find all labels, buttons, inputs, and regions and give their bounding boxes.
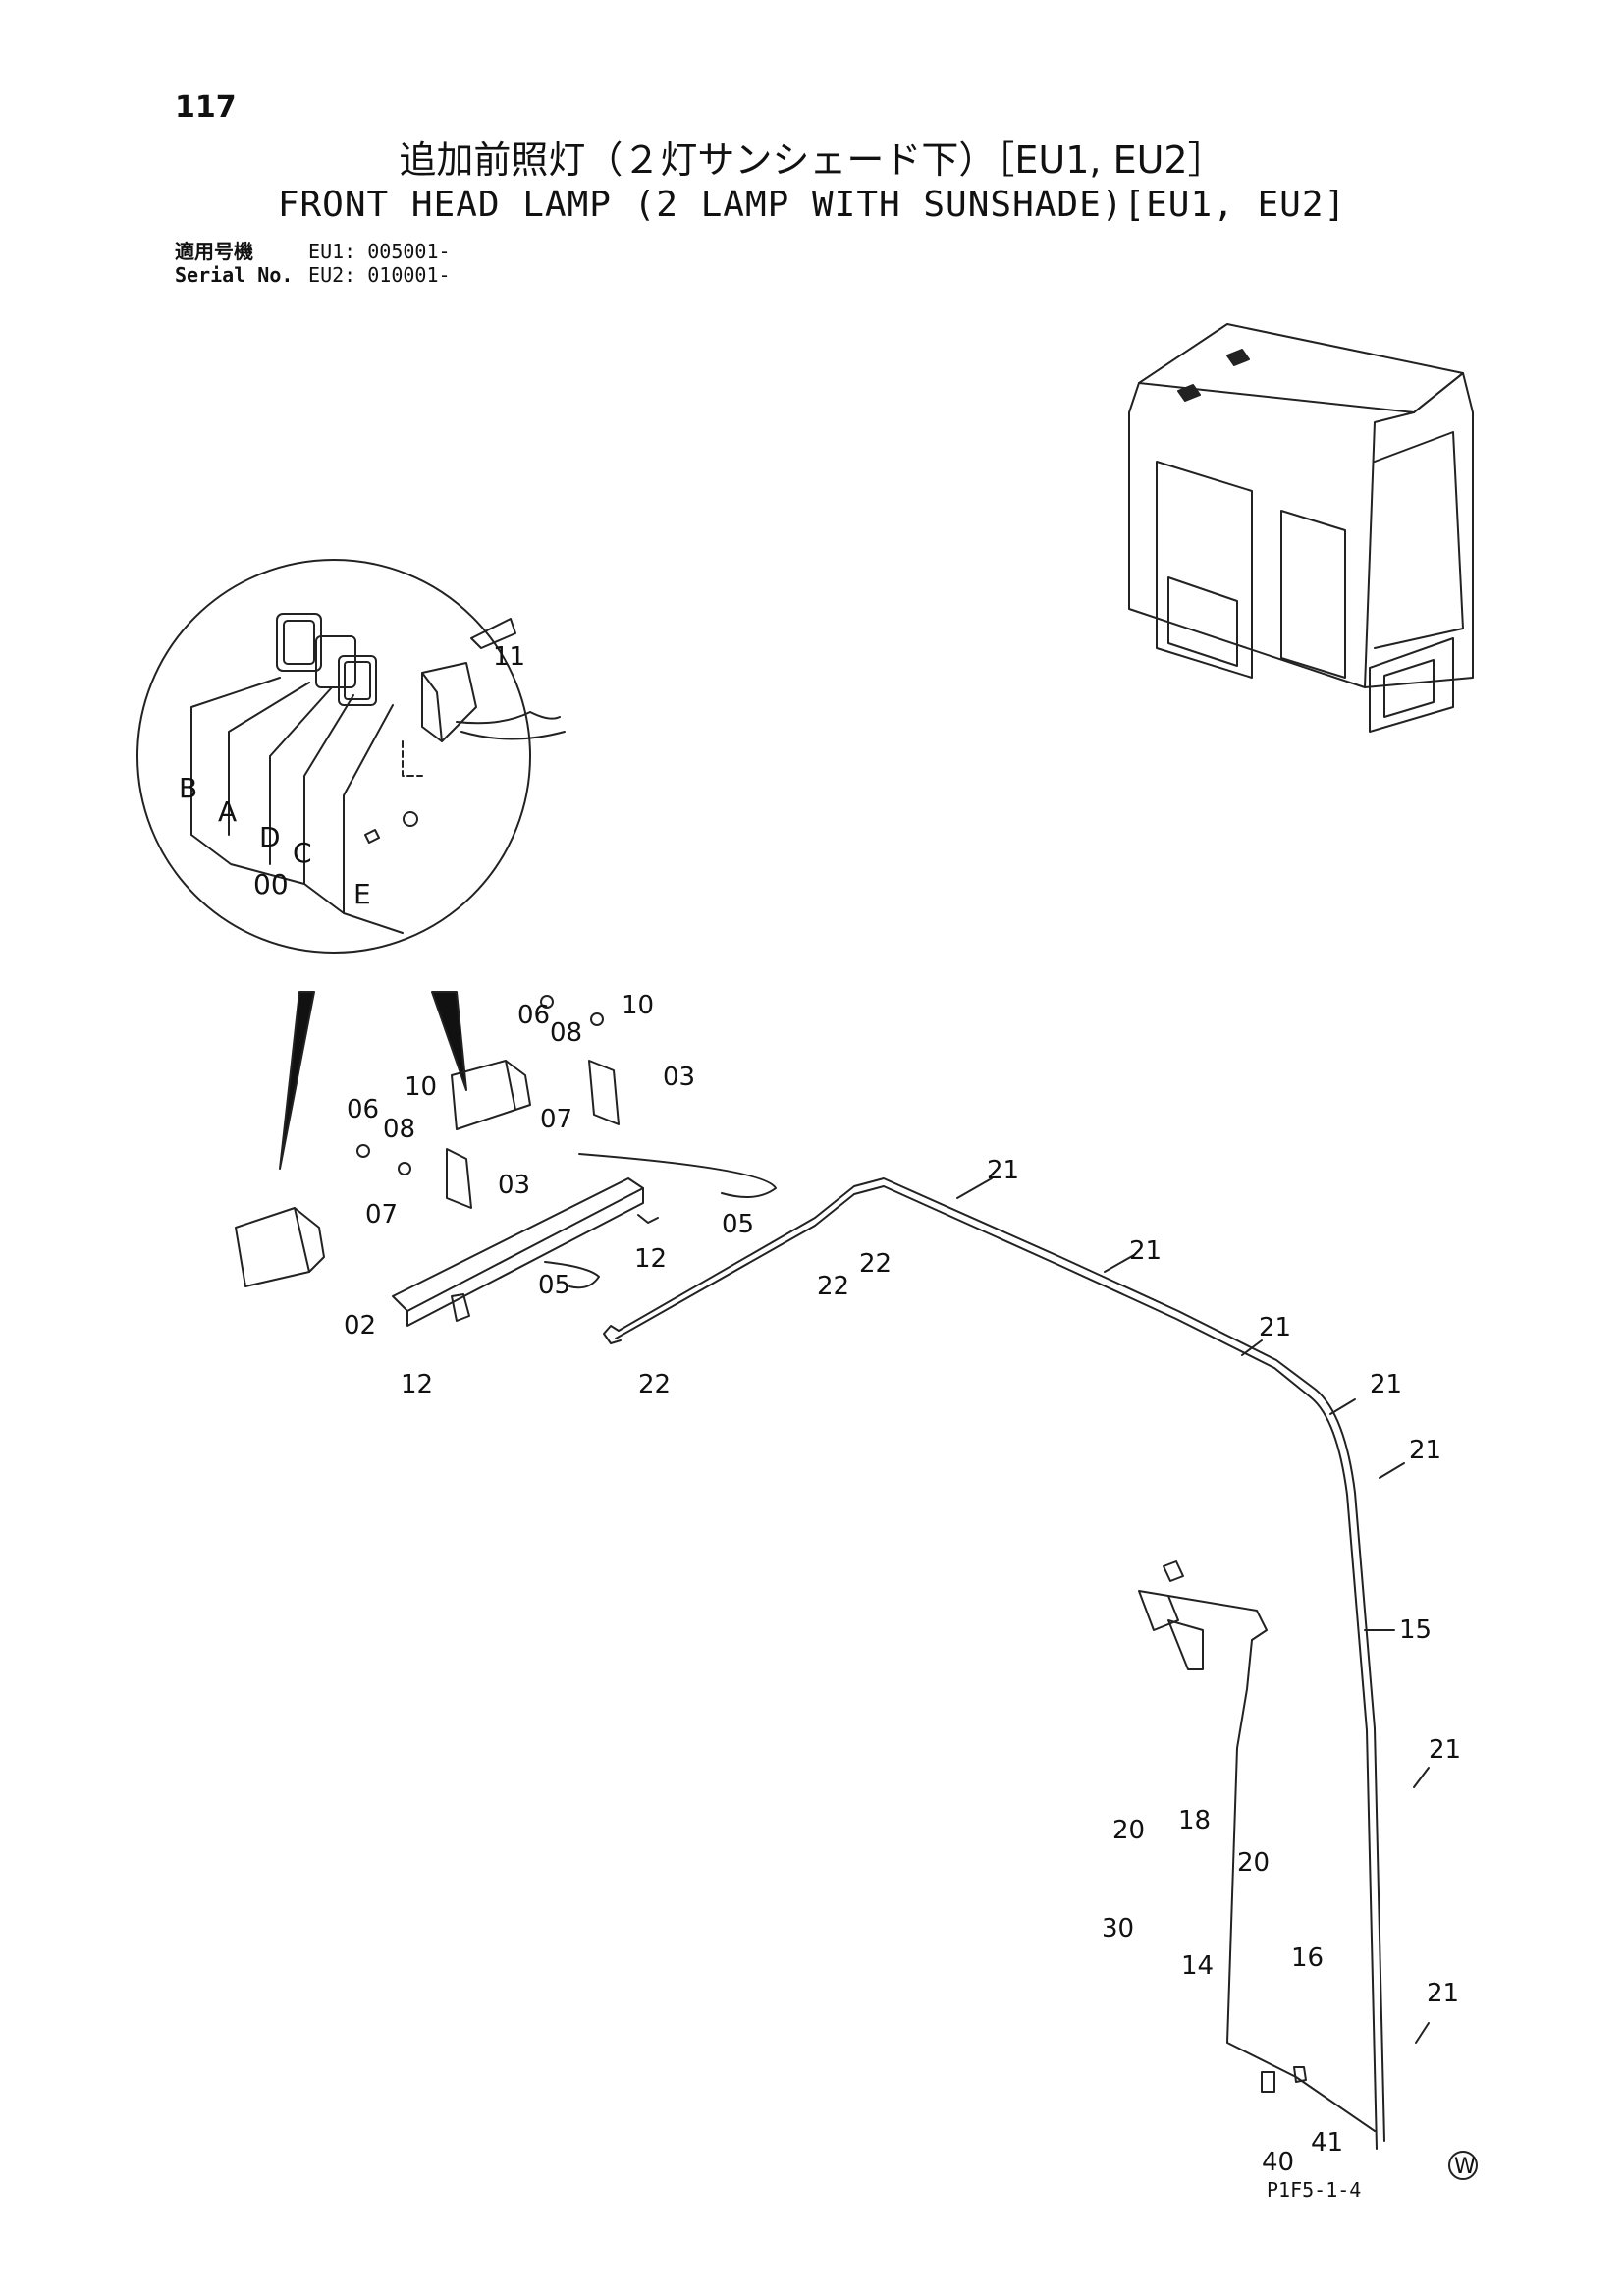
callout-20: 20 — [1112, 1816, 1145, 1845]
callout-22: 22 — [638, 1370, 671, 1399]
part-callouts: 06 08 10 03 07 06 08 10 03 07 05 12 05 0… — [344, 991, 1461, 2177]
detail-label-00: 00 — [253, 868, 289, 901]
serial-row: 適用号機 EU1: 005001- — [175, 240, 451, 263]
detail-label-c: C — [293, 837, 312, 869]
callout-10: 10 — [622, 991, 654, 1020]
serial-label: 適用号機 — [175, 240, 253, 263]
callout-06: 06 — [347, 1095, 379, 1124]
w-mark-label: W — [1454, 2155, 1476, 2179]
harness-wire — [603, 1177, 1385, 2150]
detail-label-b: B — [179, 772, 197, 804]
callout-08: 08 — [550, 1018, 582, 1048]
callout-22: 22 — [817, 1272, 849, 1301]
callout-16: 16 — [1291, 1943, 1324, 1973]
detail-label-11: 11 — [493, 642, 525, 672]
callout-14: 14 — [1181, 1951, 1214, 1981]
detail-label-e: E — [353, 878, 371, 910]
detail-labels: B A D C 00 E 11 — [179, 642, 525, 910]
serial-number-block: 適用号機 EU1: 005001- Serial No. EU2: 010001… — [175, 240, 451, 287]
callout-21: 21 — [1409, 1436, 1441, 1465]
callout-21: 21 — [987, 1156, 1019, 1185]
page-title-en: FRONT HEAD LAMP (2 LAMP WITH SUNSHADE)[E… — [277, 185, 1347, 225]
callout-15: 15 — [1399, 1615, 1432, 1645]
page-title-jp: 追加前照灯（２灯サンシェード下）［EU1, EU2］ — [399, 138, 1225, 182]
callout-10: 10 — [405, 1072, 437, 1102]
callout-21: 21 — [1259, 1313, 1291, 1342]
w-mark: W — [1448, 2151, 1478, 2180]
detail-label-d: D — [259, 821, 281, 853]
callout-07: 07 — [365, 1200, 398, 1230]
serial-label: Serial No. — [175, 263, 294, 287]
callout-08: 08 — [383, 1115, 415, 1144]
callout-21: 21 — [1429, 1735, 1461, 1765]
callout-20: 20 — [1237, 1848, 1270, 1878]
cab-illustration — [1128, 323, 1474, 733]
serial-value: EU1: 005001- — [308, 240, 451, 263]
callout-21: 21 — [1370, 1370, 1402, 1399]
callout-leaders — [956, 1177, 1430, 2044]
callout-12: 12 — [634, 1244, 667, 1274]
detail-label-a: A — [218, 795, 237, 828]
callout-07: 07 — [540, 1105, 572, 1134]
detail-circle — [136, 559, 566, 1170]
callout-05: 05 — [538, 1271, 570, 1300]
lamp-bar-assembly — [235, 995, 777, 1327]
callout-22: 22 — [859, 1249, 892, 1279]
callout-03: 03 — [663, 1063, 695, 1092]
callout-03: 03 — [498, 1171, 530, 1200]
callout-21: 21 — [1427, 1979, 1459, 2008]
callout-21: 21 — [1129, 1236, 1162, 1266]
callout-02: 02 — [344, 1311, 376, 1340]
callout-40: 40 — [1262, 2148, 1294, 2177]
serial-value: EU2: 010001- — [308, 263, 451, 287]
page-code: P1F5-1-4 — [1267, 2178, 1362, 2202]
callout-12: 12 — [401, 1370, 433, 1399]
callout-06: 06 — [517, 1001, 550, 1030]
serial-row: Serial No. EU2: 010001- — [175, 263, 451, 287]
callout-41: 41 — [1311, 2128, 1343, 2158]
callout-18: 18 — [1178, 1806, 1211, 1835]
page-number: 117 — [175, 90, 237, 125]
callout-30: 30 — [1102, 1914, 1134, 1943]
callout-05: 05 — [722, 1210, 754, 1239]
